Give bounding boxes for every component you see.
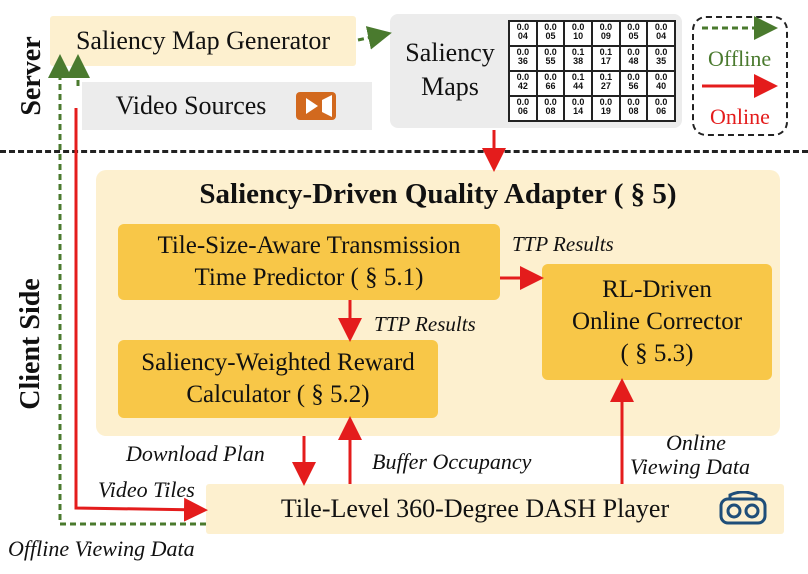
saliency-cell: 0.0 55 — [536, 46, 565, 71]
vr-headset-icon — [719, 491, 767, 525]
download-plan-label: Download Plan — [126, 441, 265, 466]
saliency-cell: 0.0 08 — [536, 96, 565, 121]
ttp-predictor-label-2: Time Predictor ( § 5.1) — [194, 264, 424, 291]
ttp-results-down-label: TTP Results — [374, 312, 476, 336]
saliency-cell: 0.0 05 — [619, 21, 648, 46]
saliency-cell: 0.0 42 — [509, 71, 537, 96]
saliency-cell: 0.1 44 — [564, 71, 592, 96]
reward-calculator-box: Saliency-Weighted Reward Calculator ( § … — [118, 340, 438, 418]
dash-player-box: Tile-Level 360-Degree DASH Player — [206, 484, 784, 534]
quality-adapter-title: Saliency-Driven Quality Adapter ( § 5) — [199, 178, 677, 210]
saliency-cell: 0.0 06 — [647, 96, 675, 121]
legend: Offline Online — [692, 16, 788, 136]
saliency-cell: 0.0 36 — [509, 46, 537, 71]
saliency-maps-label-2: Maps — [421, 72, 479, 101]
video-tiles-label: Video Tiles — [98, 477, 195, 502]
rl-corrector-label-3: ( § 5.3) — [620, 340, 694, 367]
saliency-cell: 0.0 14 — [564, 96, 592, 121]
buffer-occupancy-label: Buffer Occupancy — [372, 449, 532, 474]
video-camera-icon — [296, 92, 337, 120]
saliency-cell: 0.0 08 — [619, 96, 648, 121]
video-sources-box: Video Sources — [82, 82, 372, 130]
legend-offline-label: Offline — [708, 46, 772, 71]
rl-corrector-label-1: RL-Driven — [602, 276, 712, 303]
saliency-cell: 0.0 48 — [619, 46, 648, 71]
saliency-cell: 0.0 04 — [509, 21, 537, 46]
ttp-predictor-box: Tile-Size-Aware Transmission Time Predic… — [118, 224, 500, 300]
offline-viewing-label: Offline Viewing Data — [8, 536, 195, 561]
saliency-cell: 0.0 09 — [591, 21, 620, 46]
saliency-cell: 0.0 06 — [509, 96, 537, 121]
saliency-map-generator-label: Saliency Map Generator — [75, 26, 331, 55]
rl-corrector-label-2: Online Corrector — [571, 308, 743, 335]
video-tiles-arrow — [74, 108, 208, 522]
saliency-cell: 0.0 40 — [647, 71, 675, 96]
rl-corrector-box: RL-Driven Online Corrector ( § 5.3) — [542, 264, 772, 380]
saliency-cell: 0.0 35 — [647, 46, 675, 71]
video-sources-label: Video Sources — [115, 91, 267, 120]
saliency-cell: 0.0 05 — [536, 21, 565, 46]
online-viewing-label-2: Viewing Data — [630, 454, 750, 479]
saliency-map-generator-box: Saliency Map Generator — [50, 16, 356, 66]
saliency-maps-label-1: Saliency — [405, 38, 495, 67]
saliency-cell: 0.0 56 — [619, 71, 648, 96]
ttp-predictor-label-1: Tile-Size-Aware Transmission — [157, 232, 461, 259]
dash-player-label: Tile-Level 360-Degree DASH Player — [280, 494, 670, 523]
online-viewing-label-1: Online — [666, 430, 726, 455]
generator-to-maps-arrow — [357, 26, 392, 50]
saliency-cell: 0.0 04 — [647, 21, 675, 46]
reward-calculator-label-1: Saliency-Weighted Reward — [141, 349, 415, 376]
ttp-results-right-label: TTP Results — [512, 232, 614, 256]
reward-calculator-label-2: Calculator ( § 5.2) — [186, 381, 370, 408]
saliency-cell: 0.0 19 — [591, 96, 620, 121]
legend-online-label: Online — [710, 104, 770, 129]
offline-viewing-arrow — [48, 54, 206, 526]
server-client-divider — [0, 150, 808, 153]
saliency-cell: 0.0 10 — [564, 21, 592, 46]
saliency-cell: 0.1 17 — [591, 46, 620, 71]
saliency-cell: 0.1 27 — [591, 71, 620, 96]
saliency-cell: 0.1 38 — [564, 46, 592, 71]
saliency-cell: 0.0 66 — [536, 71, 565, 96]
